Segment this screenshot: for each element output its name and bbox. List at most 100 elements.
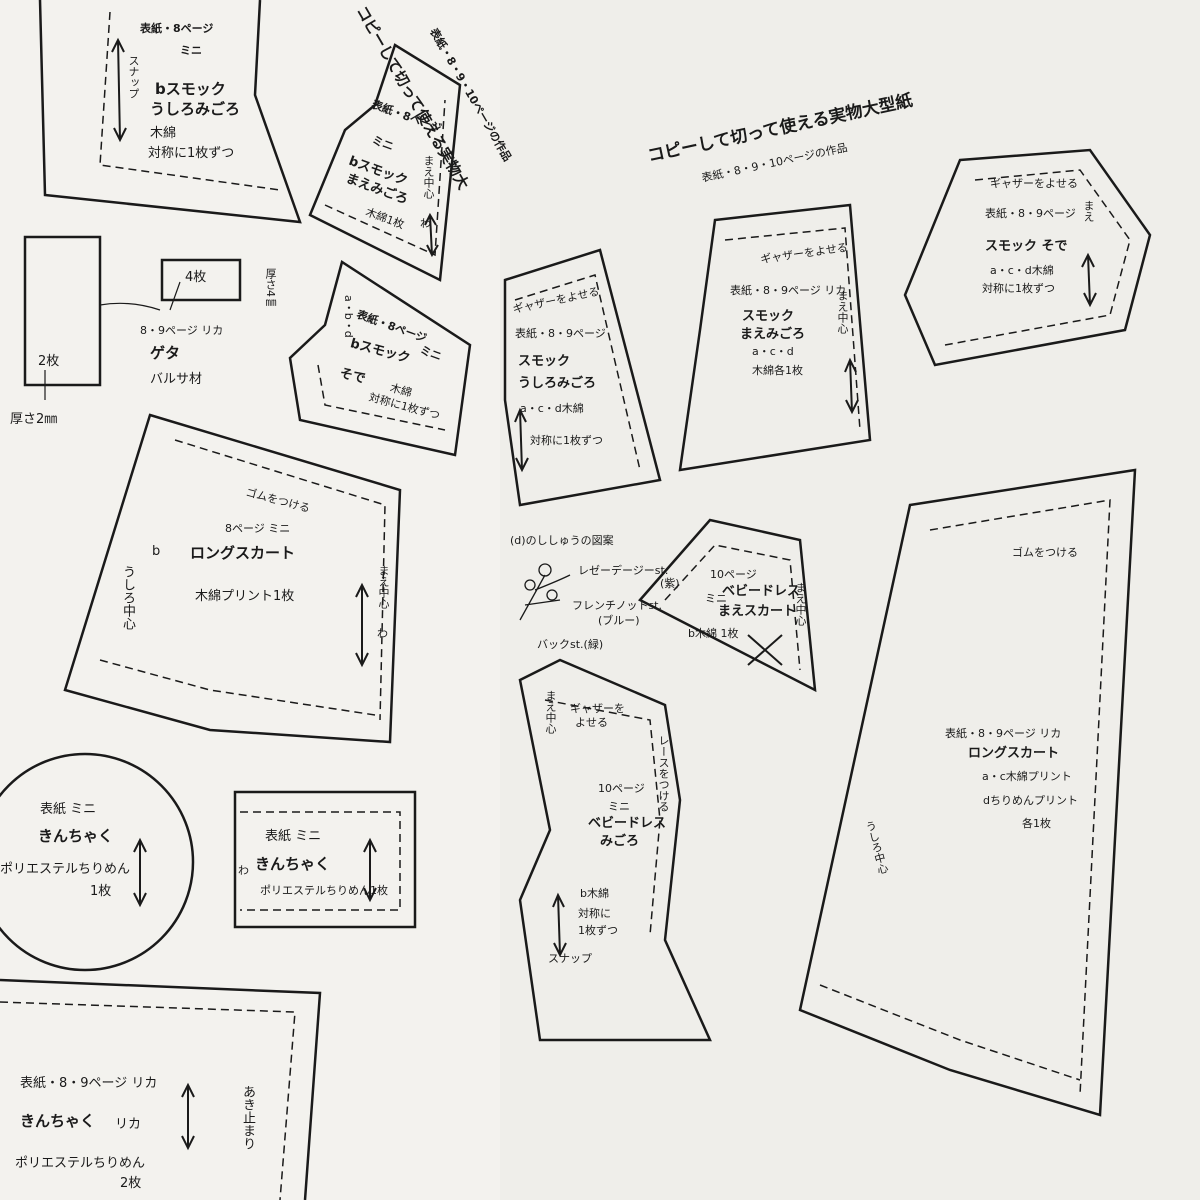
pouch-rika-line2: きんちゃく — [20, 1112, 96, 1130]
rika-skirt-line5: dちりめんプリント — [983, 794, 1078, 807]
pattern-skirt-mini — [63, 413, 402, 744]
right-page — [500, 0, 1200, 1200]
pattern-smock-sleeve-rika — [903, 148, 1152, 367]
pouch-circle-line2: きんちゃく — [38, 827, 114, 845]
rika-front-line5: a・c・d — [752, 345, 794, 358]
baby-skirt-line3: ベビードレス — [722, 584, 801, 599]
skirt-mini-front: まえ中心 — [377, 565, 390, 609]
baby-bodice-line4: ミニ — [608, 800, 630, 813]
pattern-baby-skirt — [638, 518, 817, 693]
geta-caption3: バルサ材 — [150, 372, 203, 387]
skirt-mini-line2: 8ページ ミニ — [225, 522, 291, 535]
pattern-smock-back — [38, 0, 302, 224]
pattern-baby-bodice — [518, 658, 712, 1042]
baby-bodice-line3: 10ページ — [598, 782, 645, 795]
baby-bodice-line5: ベビードレス — [588, 816, 667, 831]
pattern-smock-front-rika — [678, 203, 872, 472]
pouch-rika-line3: リカ — [115, 1117, 142, 1132]
rika-sleeve-side: まえ — [1082, 200, 1095, 222]
rika-sleeve-line2: 表紙・8・9ページ — [985, 207, 1076, 220]
geta-thickness: 厚さ4㎜ — [264, 268, 277, 308]
embroidery-stitch1: レゼーデージーst. — [578, 564, 669, 577]
skirt-mini-line5: 木綿プリント1枚 — [195, 589, 295, 604]
pattern-pouch-rika — [0, 978, 322, 1200]
snap-label: スナップ — [127, 55, 140, 99]
smock-back-line4: うしろみごろ — [150, 100, 241, 118]
rika-skirt-line2: 表紙・8・9ページ リカ — [945, 727, 1062, 740]
rika-skirt-line3: ロングスカート — [968, 746, 1060, 761]
baby-skirt-line2: ミニ — [705, 592, 727, 605]
geta-sole-thickness: 厚さ2㎜ — [10, 412, 58, 427]
pouch-circle-line3: ポリエステルちりめん — [0, 862, 131, 877]
baby-skirt-side: まえ中心 — [794, 582, 807, 626]
rika-back-line2: 表紙・8・9ページ — [515, 327, 606, 340]
smock-back-line3: bスモック — [155, 80, 226, 98]
smock-front-wa: わ — [420, 217, 431, 230]
embroidery-motif — [519, 563, 571, 621]
pouch-rika-line5: 2枚 — [120, 1176, 142, 1191]
geta-block-label: 4枚 — [185, 270, 207, 285]
baby-bodice-line2: よせる — [575, 716, 608, 729]
rika-front-line3: スモック — [742, 309, 795, 324]
baby-bodice-line1: ギャザーを — [570, 702, 625, 715]
smock-front-side: まえ中心 — [422, 155, 435, 199]
pattern-geta-block — [160, 258, 242, 302]
smock-back-line5: 木綿 — [150, 126, 177, 141]
sleeve-side: a・b・d — [342, 295, 355, 338]
rika-sleeve-line4: a・c・d木綿 — [990, 264, 1054, 277]
skirt-mini-line4: ロングスカート — [190, 544, 296, 562]
rika-back-line5: a・c・d木綿 — [520, 402, 584, 415]
pattern-smock-back-rika — [503, 248, 662, 507]
rika-back-line6: 対称に1枚ずつ — [530, 434, 603, 447]
rika-front-side: まえ中心 — [836, 290, 849, 334]
embroidery-stitch3: バックst.(緑) — [537, 638, 604, 651]
pouch-circle-line1: 表紙 ミニ — [40, 802, 97, 817]
baby-bodice-line8: 対称に — [578, 907, 611, 920]
baby-bodice-side: まえ中心 — [544, 690, 557, 734]
pouch-circle-line4: 1枚 — [90, 884, 112, 899]
geta-caption2: ゲタ — [150, 344, 181, 362]
rika-front-line2: 表紙・8・9ページ リカ — [730, 284, 847, 297]
pouch-rika-line4: ポリエステルちりめん — [15, 1156, 146, 1171]
geta-caption1: 8・9ページ リカ — [140, 324, 224, 337]
pattern-geta-sole — [23, 235, 102, 387]
lace-label: レースをつける — [657, 735, 670, 812]
baby-skirt-line4: まえスカート — [718, 604, 797, 619]
embroidery-title: (d)のししゅうの図案 — [510, 534, 614, 547]
baby-bodice-line6: みごろ — [600, 834, 640, 849]
pattern-pouch-circle — [0, 752, 195, 972]
baby-skirt-line5: b木綿 1枚 — [688, 627, 739, 640]
pouch-rect-wa: わ — [238, 864, 249, 877]
rika-back-line4: うしろみごろ — [518, 376, 597, 391]
smock-back-line6: 対称に1枚ずつ — [148, 146, 235, 161]
skirt-mini-wa: わ — [377, 627, 388, 640]
embroidery-stitch2-color: (ブルー) — [598, 614, 640, 627]
rika-front-line4: まえみごろ — [740, 327, 806, 342]
geta-sole-label: 2枚 — [38, 354, 60, 369]
pattern-smock-sleeve — [288, 260, 472, 457]
skirt-mini-back: うしろ中心 — [120, 565, 135, 630]
rika-skirt-line4: a・c木綿プリント — [982, 770, 1072, 783]
baby-bodice-line7: b木綿 — [580, 887, 609, 900]
rika-sleeve-line3: スモック そで — [985, 239, 1068, 254]
pouch-rika-line1: 表紙・8・9ページ リカ — [20, 1076, 158, 1091]
smock-back-line1: 表紙・8ページ — [140, 22, 214, 35]
rika-front-line6: 木綿各1枚 — [752, 364, 803, 377]
skirt-mini-line3: b — [152, 544, 161, 559]
baby-bodice-line9: 1枚ずつ — [578, 924, 618, 937]
rika-sleeve-line1: ギャザーをよせる — [990, 177, 1078, 190]
pouch-rect-line1: 表紙 ミニ — [265, 829, 322, 844]
rika-back-line3: スモック — [518, 354, 571, 369]
opening-stop: あき止まり — [240, 1085, 255, 1150]
pattern-smock-front — [308, 43, 462, 282]
rika-sleeve-line5: 対称に1枚ずつ — [982, 282, 1055, 295]
embroidery-stitch1-color: (紫) — [660, 577, 680, 590]
baby-skirt-line1: 10ページ — [710, 568, 757, 581]
pattern-pouch-rect — [233, 790, 417, 929]
pouch-rect-line3: ポリエステルちりめん1枚 — [260, 884, 388, 897]
baby-bodice-snap: スナップ — [548, 952, 592, 965]
pouch-rect-line2: きんちゃく — [255, 855, 331, 873]
pattern-skirt-rika — [798, 468, 1137, 1117]
embroidery-stitch2: フレンチノットst. — [572, 599, 662, 612]
